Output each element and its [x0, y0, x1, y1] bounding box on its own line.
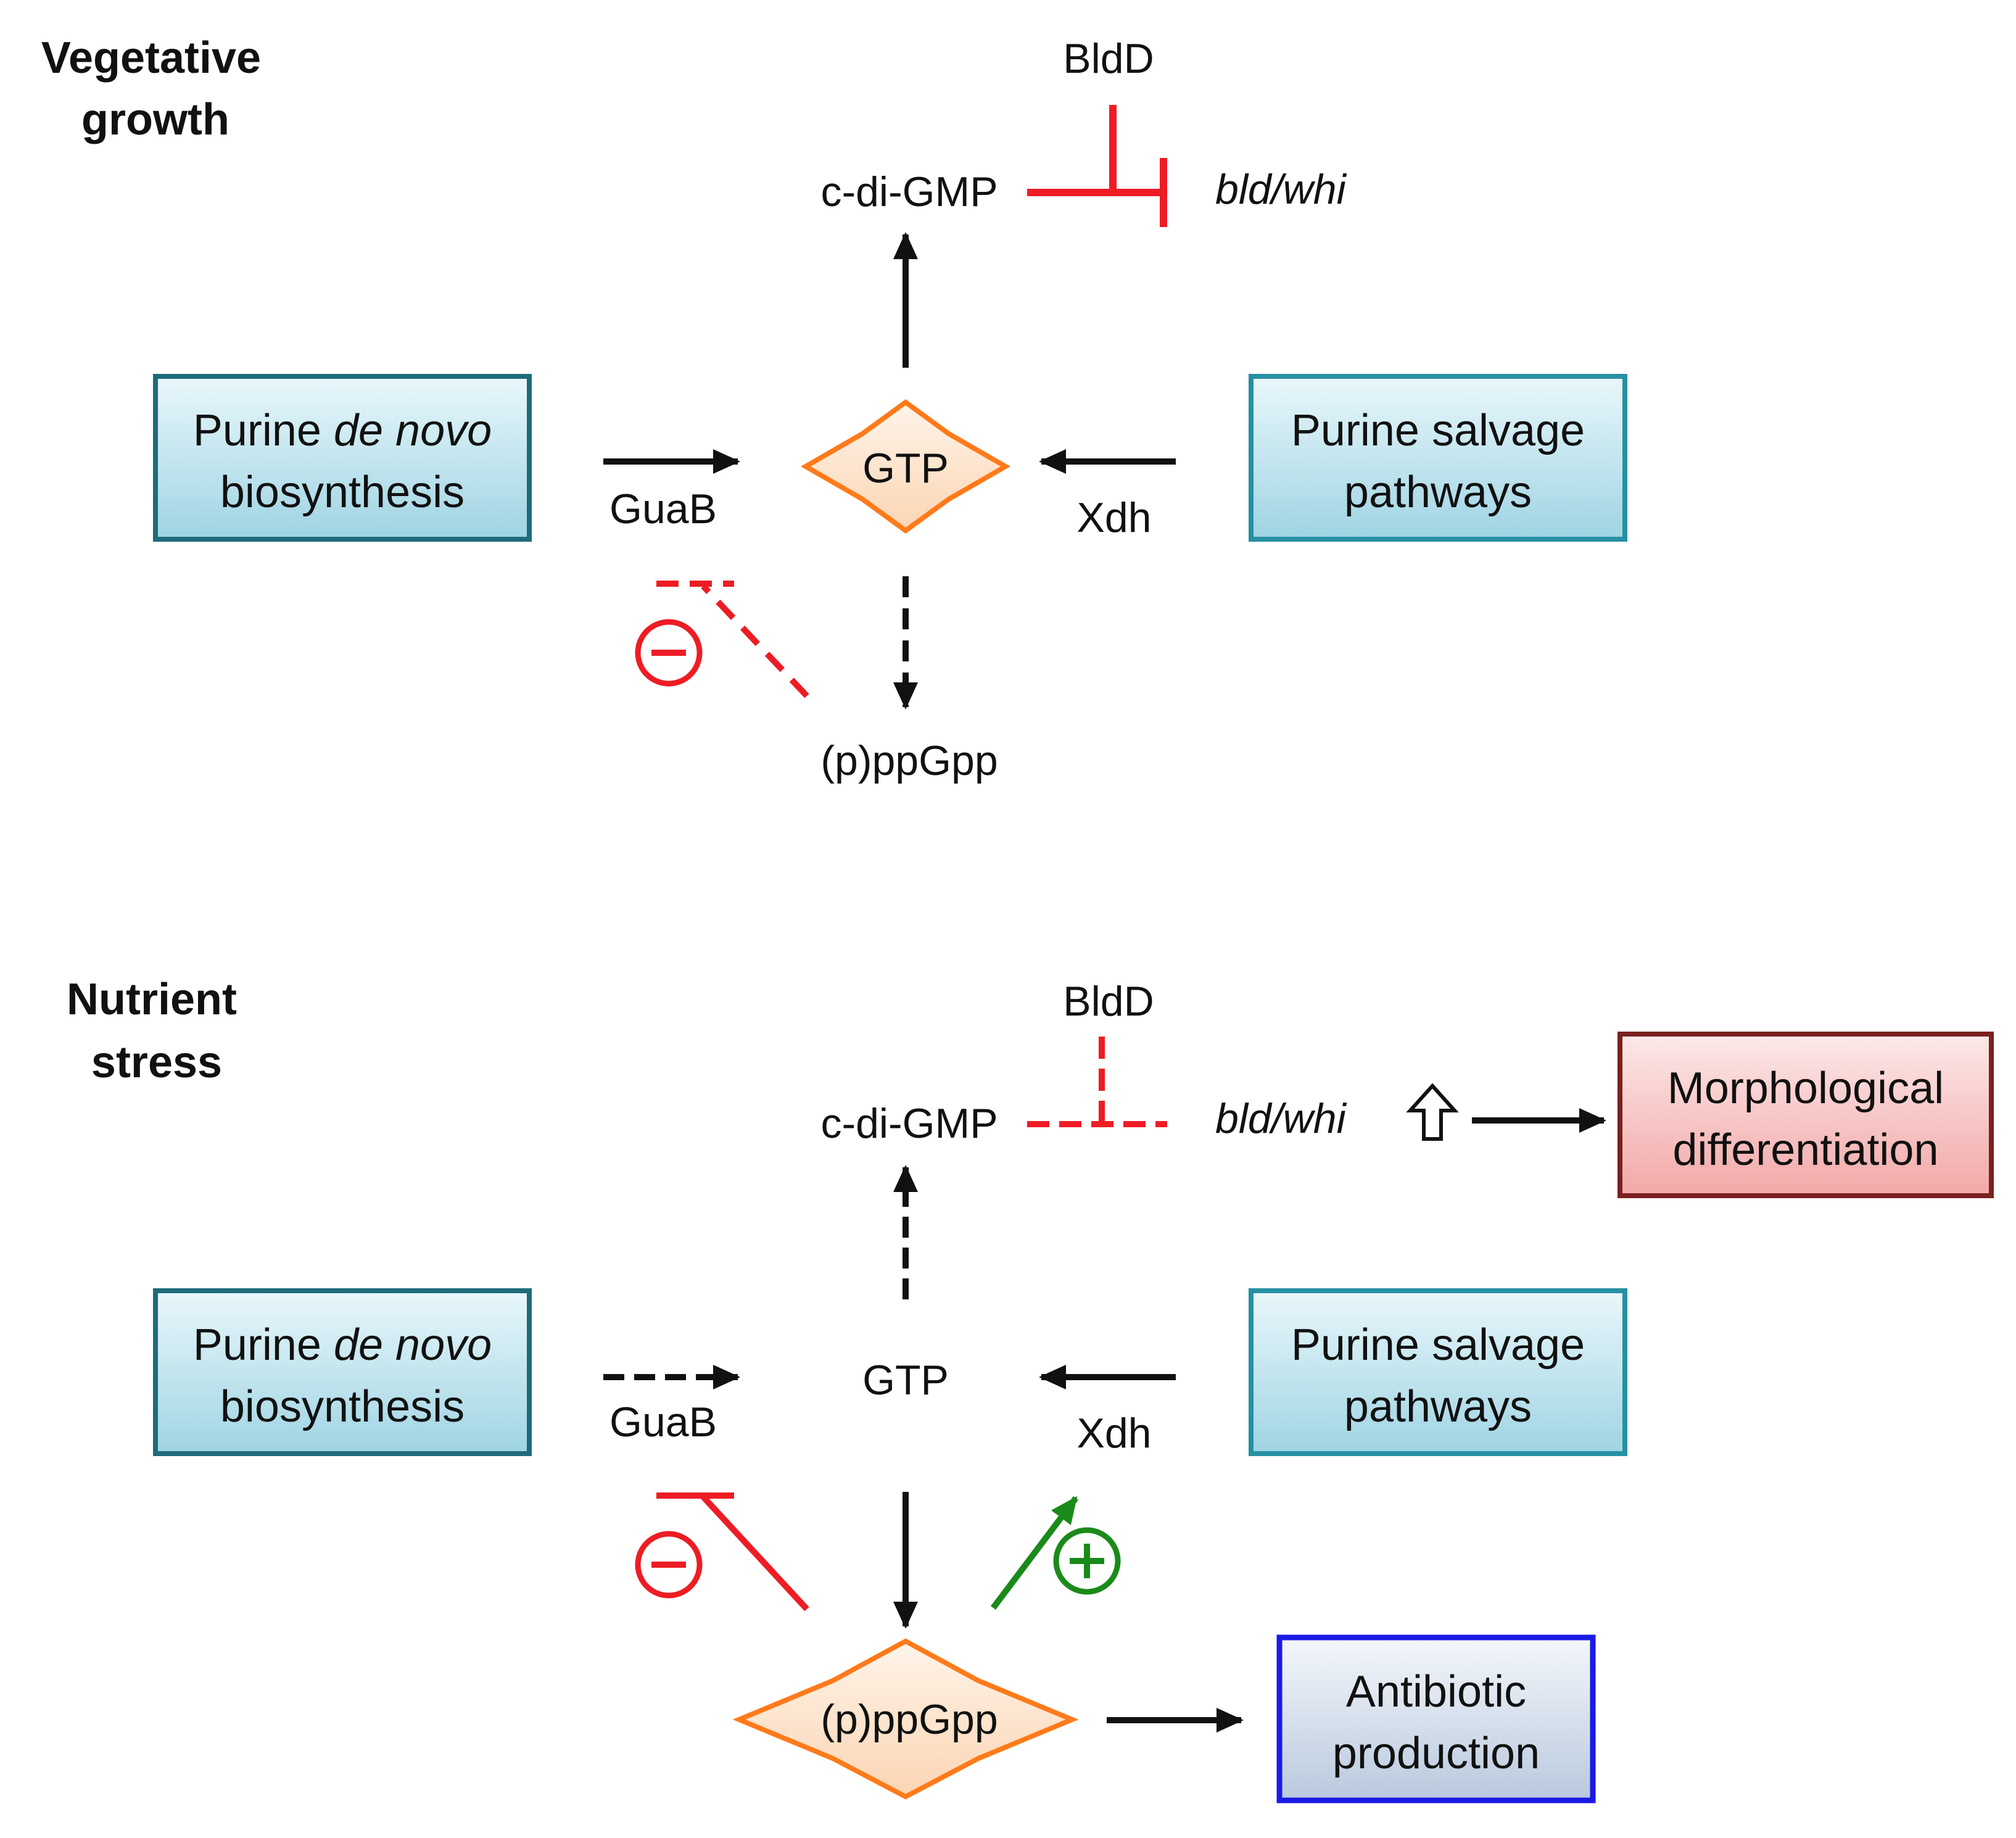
bottom-inhibit-line-diag	[700, 1493, 809, 1612]
bottom-bldD-label: BldD	[1063, 978, 1154, 1025]
top-bld-whi-label: bld/whi	[1215, 166, 1347, 213]
bottom-denovo-line1: Purine de novo	[193, 1320, 492, 1370]
bottom-heading-line1: Nutrient	[67, 975, 237, 1024]
bottom-bld-whi-label: bld/whi	[1215, 1095, 1347, 1142]
top-denovo-line2: biosynthesis	[220, 468, 465, 517]
bottom-minus-icon	[635, 1531, 703, 1599]
top-cdigmp-inhibition	[1027, 105, 1167, 227]
top-salvage-box: Purine salvage pathways	[1249, 374, 1627, 542]
top-dashed-inhibit-line	[701, 584, 809, 698]
top-c-di-gmp-label: c-di-GMP	[820, 168, 998, 215]
top-xdh-label: Xdh	[1077, 494, 1152, 541]
bottom-morph-line2: differentiation	[1673, 1125, 1939, 1175]
top-salvage-line2: pathways	[1344, 468, 1532, 517]
bottom-morph-line1: Morphological	[1667, 1064, 1944, 1113]
bottom-salvage-line1: Purine salvage	[1291, 1320, 1585, 1370]
bottom-xdh-label: Xdh	[1077, 1410, 1152, 1457]
bottom-salvage-line2: pathways	[1344, 1382, 1532, 1431]
bottom-gtp-label: GTP	[862, 1357, 949, 1404]
bottom-antibiotic-box: Antibiotic production	[1276, 1634, 1596, 1803]
bottom-guaB-label: GuaB	[609, 1399, 717, 1446]
top-salvage-line1: Purine salvage	[1291, 406, 1585, 455]
bottom-ppgpp-star: (p)ppGpp	[732, 1638, 1079, 1800]
bottom-denovo-line2: biosynthesis	[220, 1382, 465, 1431]
top-dashed-inhibition	[656, 581, 809, 698]
top-guaB-label: GuaB	[609, 486, 717, 532]
top-ppgpp-label: (p)ppGpp	[820, 737, 998, 784]
bottom-cdigmp-inhibition	[1027, 1037, 1167, 1127]
bottom-denovo-box: Purine de novo biosynthesis	[153, 1288, 532, 1456]
top-heading-line2: growth	[81, 95, 229, 144]
bottom-up-arrow-icon	[1406, 1083, 1459, 1141]
top-heading-line1: Vegetative	[41, 33, 261, 83]
bottom-morph-box: Morphological differentiation	[1617, 1032, 1994, 1198]
bottom-ppgpp-label: (p)ppGpp	[820, 1696, 998, 1743]
top-minus-icon	[635, 619, 703, 687]
top-panel: Vegetative growth BldD c-di-GMP bld/whi …	[41, 33, 1627, 784]
bottom-salvage-box: Purine salvage pathways	[1249, 1288, 1627, 1456]
top-denovo-box: Purine de novo biosynthesis	[153, 374, 532, 542]
bottom-activation-arrow	[991, 1496, 1078, 1610]
bottom-antibiotic-line2: production	[1332, 1729, 1540, 1778]
bottom-antibiotic-line1: Antibiotic	[1346, 1667, 1526, 1716]
top-bldD-label: BldD	[1063, 35, 1154, 82]
bottom-solid-inhibition	[656, 1492, 809, 1612]
top-denovo-line1: Purine de novo	[193, 406, 492, 455]
top-gtp-star: GTP	[800, 399, 1011, 534]
bottom-plus-icon	[1053, 1527, 1121, 1595]
top-gtp-label: GTP	[862, 445, 949, 492]
bottom-c-di-gmp-label: c-di-GMP	[820, 1100, 998, 1147]
bottom-panel: Nutrient stress BldD c-di-GMP bld/whi Mo…	[67, 975, 1994, 1803]
bottom-heading-line2: stress	[91, 1038, 222, 1087]
